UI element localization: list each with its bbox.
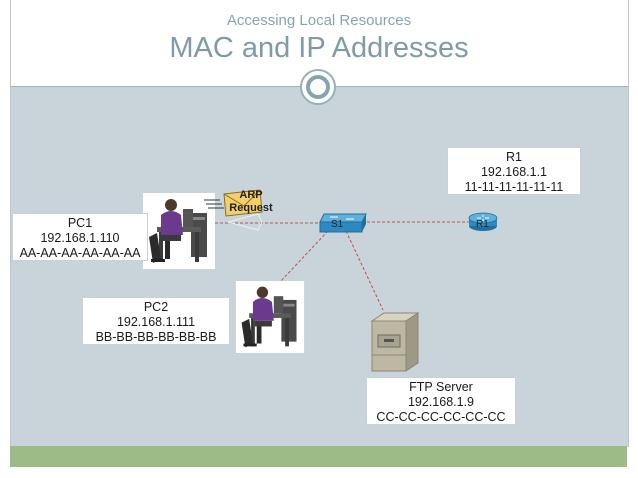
arp-line2: Request [229,202,273,214]
topology-canvas [10,86,629,447]
slide-subtitle: Accessing Local Resources [226,12,412,29]
r1-info-box: R1 192.168.1.1 11-11-11-11-11-11 [447,147,581,195]
ftp-info-box: FTP Server 192.168.1.9 CC-CC-CC-CC-CC-CC [366,377,516,425]
envelope-icon [204,189,263,217]
pc2-name: PC2 [143,300,169,314]
arp-line1: ARP [239,189,263,201]
slide-title: MAC and IP Addresses [169,32,469,64]
arp-request-label: ARP Request [226,189,276,215]
pc1-info-box: PC1 192.168.1.110 AA-AA-AA-AA-AA-AA [12,213,148,261]
pc-user-icon [143,193,215,269]
pc1-ip: 192.168.1.110 [40,231,120,245]
pc-user-icon [235,281,305,353]
pc1-name: PC1 [67,216,93,230]
ftp-name: FTP Server [409,380,473,394]
router-label: R1 [476,219,489,230]
r1-ip: 192.168.1.1 [480,165,548,179]
pc2-info-box: PC2 192.168.1.111 BB-BB-BB-BB-BB-BB [82,297,230,345]
footer-bar [10,446,627,467]
server-icon [370,312,420,372]
r1-mac: 11-11-11-11-11-11 [464,180,564,194]
pc1-mac: AA-AA-AA-AA-AA-AA [19,246,141,260]
switch-icon [319,213,367,233]
link-s1-pc2 [279,230,329,283]
ftp-ip: 192.168.1.9 [407,395,475,409]
link-s1-ftp [345,230,384,311]
switch-label: S1 [331,219,344,230]
pc2-mac: BB-BB-BB-BB-BB-BB [95,330,217,344]
arp-broadcast-wedge [227,213,263,231]
ftp-mac: CC-CC-CC-CC-CC-CC [376,410,506,424]
ring-icon [300,69,336,105]
r1-name: R1 [506,150,522,164]
router-icon [468,212,498,231]
pc2-ip: 192.168.1.111 [116,315,196,329]
